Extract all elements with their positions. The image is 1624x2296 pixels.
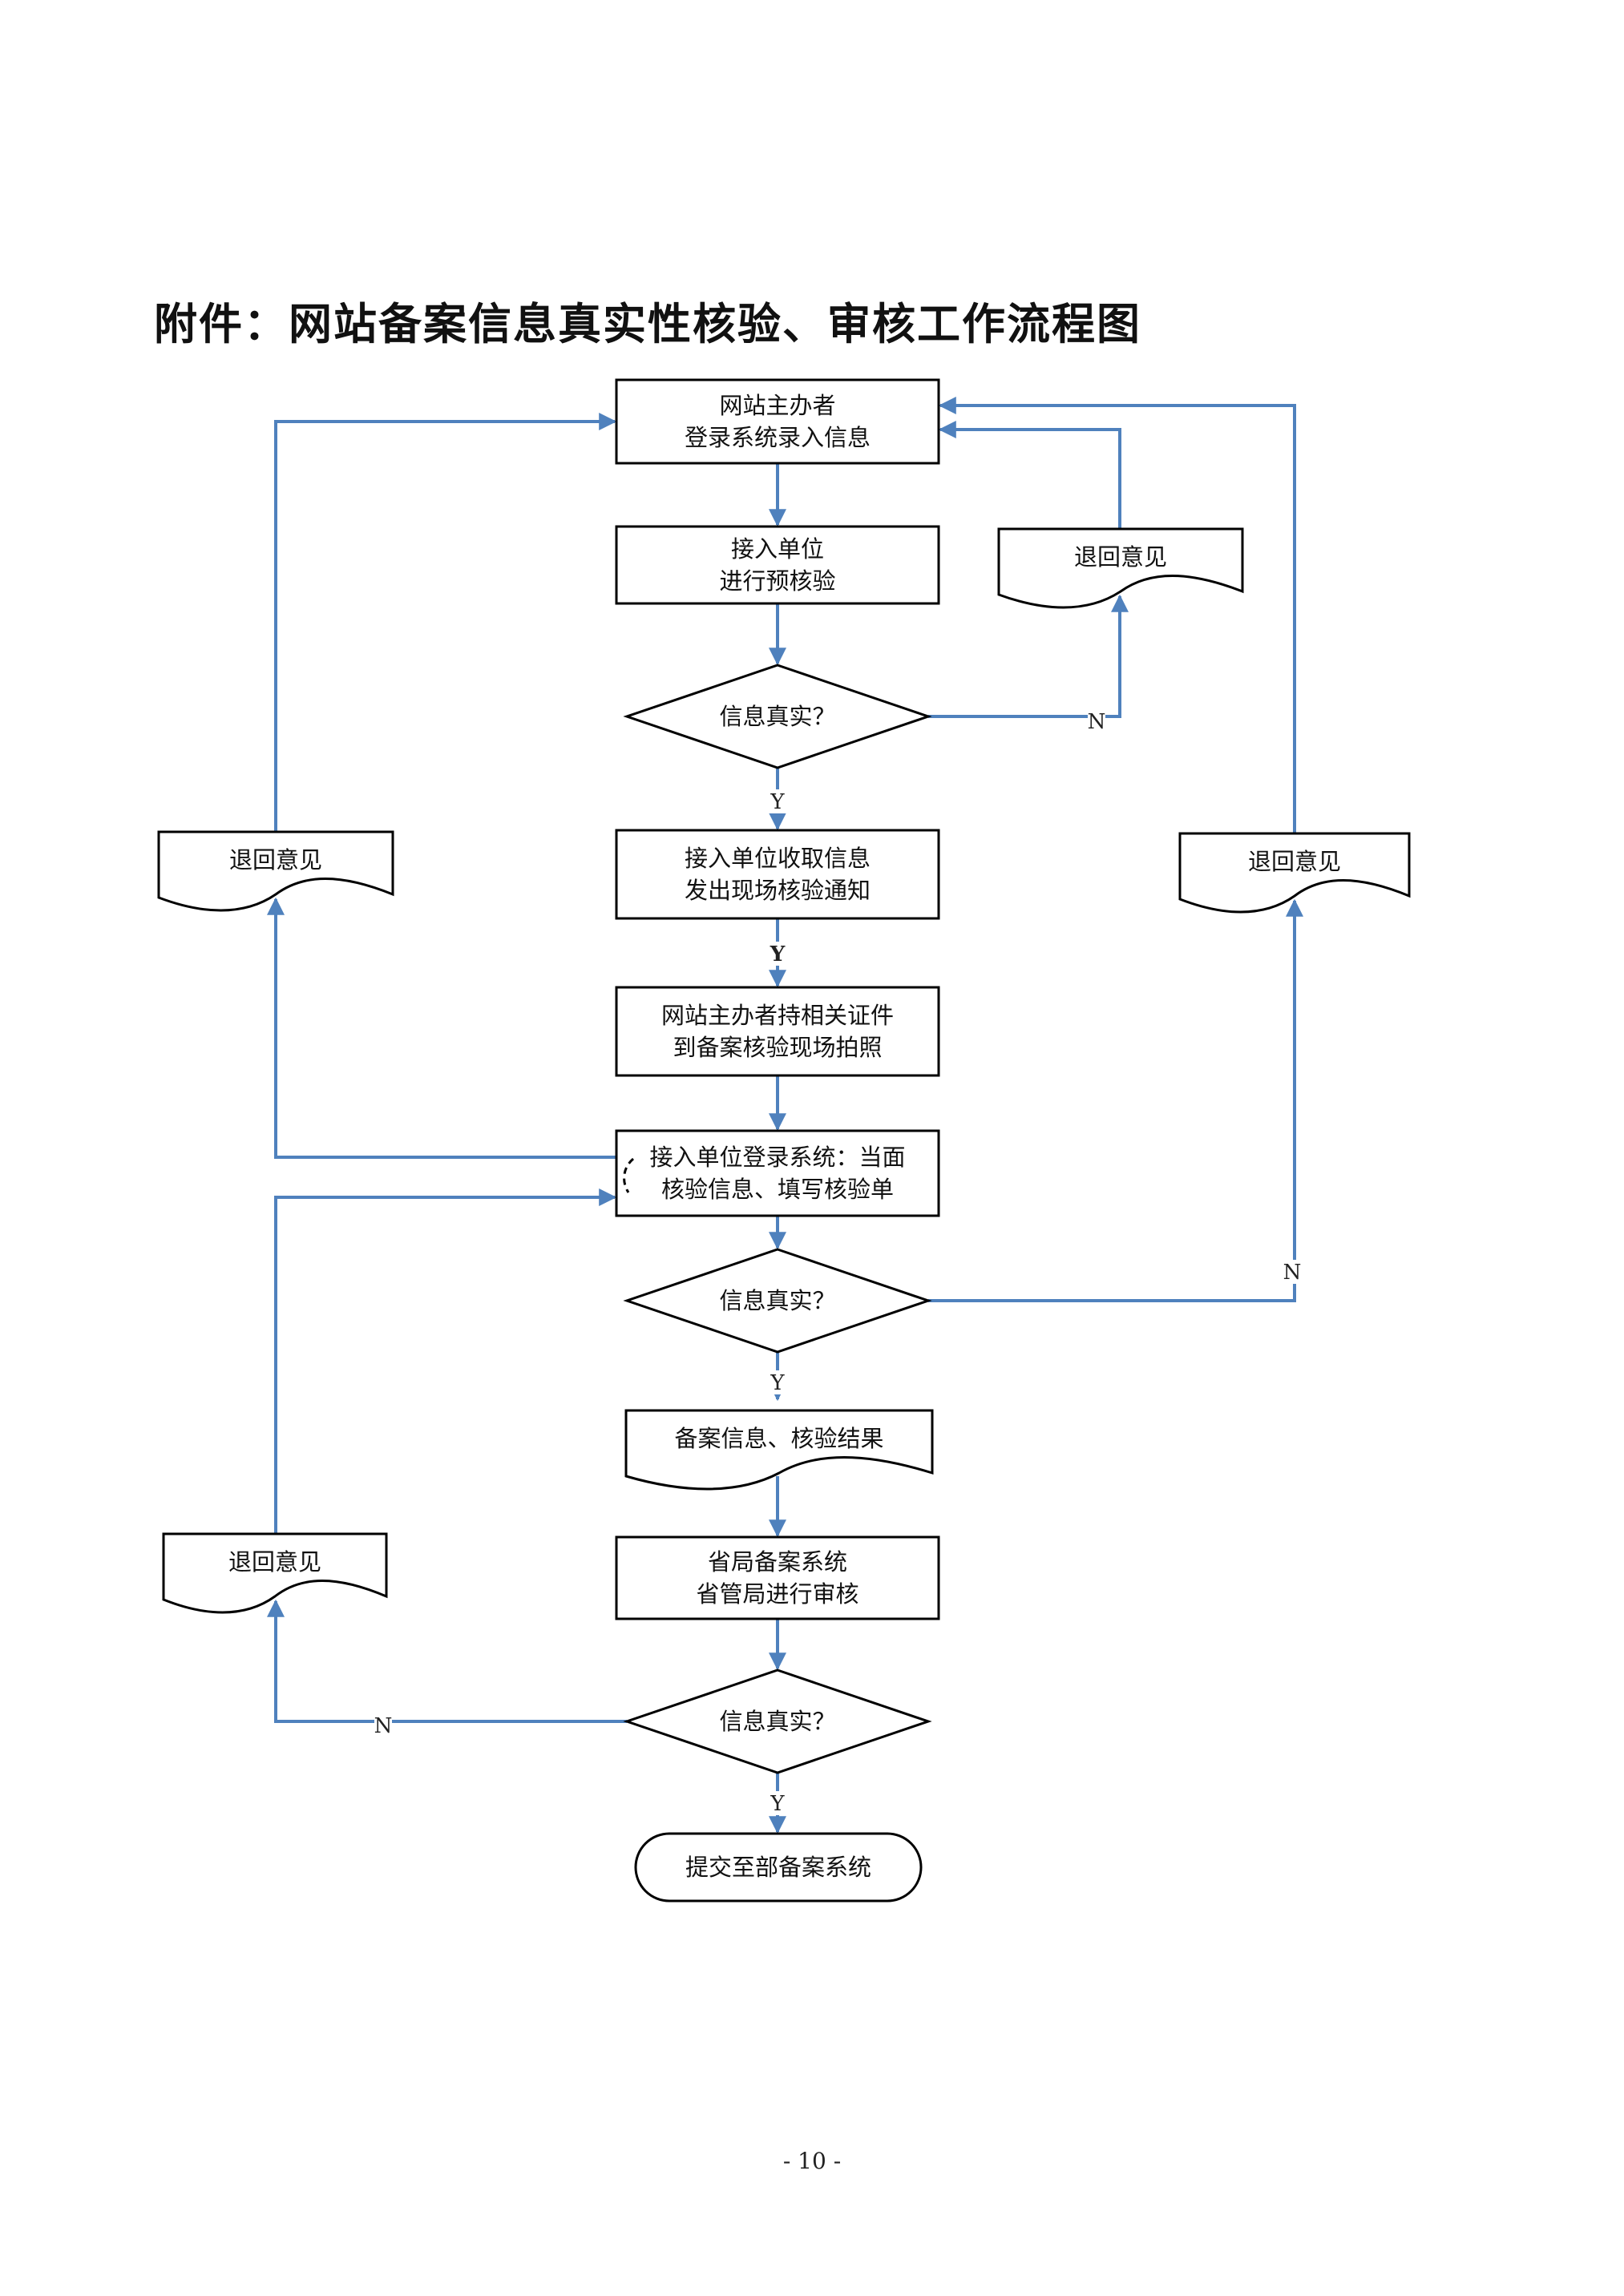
- node-n3-text-line: 发出现场核验通知: [685, 877, 871, 904]
- document-shape: [1178, 832, 1411, 914]
- process-box: [615, 378, 940, 465]
- edge-label-backing: [769, 942, 786, 966]
- node-d2: 信息真实？: [623, 1248, 932, 1354]
- edge-n5-to-rl: [267, 897, 616, 1159]
- node-n4-text-line: 到备案核验现场拍照: [673, 1034, 882, 1061]
- node-d3-text-line: 信息真实？: [719, 1708, 835, 1735]
- node-n6-text-line: 省局备案系统: [708, 1548, 847, 1576]
- node-n1-text-line: 登录系统录入信息: [685, 424, 871, 451]
- document-shape: [624, 1409, 934, 1491]
- node-n5-text-line: 核验信息、填写核验单: [661, 1176, 894, 1203]
- node-r1: 退回意见: [997, 527, 1244, 609]
- edge-rr-to-n1: [938, 397, 1296, 833]
- edge-label-d3-to-rb: N: [374, 1714, 393, 1738]
- process-box: [615, 1535, 940, 1620]
- node-rb-text-line: 退回意见: [228, 1548, 321, 1576]
- page-number: - 10 -: [782, 2148, 842, 2174]
- edge-label-backing: [374, 1713, 392, 1737]
- connector-mark: [623, 1157, 635, 1193]
- document-shape: [997, 527, 1244, 609]
- edge-label-d3-to-end: Y: [770, 1792, 785, 1816]
- edge-label-backing: [769, 1791, 786, 1815]
- edge-label-d2-to-rr: N: [1283, 1261, 1302, 1285]
- edge-rb-to-n5: [274, 1188, 617, 1534]
- node-n6-text-line: 省管局进行审核: [696, 1580, 858, 1608]
- node-end: 提交至部备案系统: [634, 1832, 923, 1903]
- node-n4-text-line: 网站主办者持相关证件: [661, 1002, 894, 1029]
- page-title: 附件：网站备案信息真实性核验、审核工作流程图: [154, 299, 1141, 349]
- node-end-text-line: 提交至部备案系统: [685, 1854, 871, 1881]
- node-n2-text-line: 进行预核验: [719, 567, 835, 595]
- decision-diamond: [623, 1248, 932, 1354]
- edge-label-d1-to-r1: N: [1088, 710, 1106, 734]
- edge-label-n3-to-n4: Y: [770, 942, 786, 966]
- node-rl: 退回意见: [157, 830, 394, 912]
- document-shape: [162, 1532, 388, 1614]
- edge-label-d1-to-n3: Y: [770, 790, 785, 814]
- edge-label-backing: [1283, 1260, 1301, 1284]
- node-doc1-text-line: 备案信息、核验结果: [674, 1425, 883, 1452]
- decision-diamond: [623, 1669, 932, 1774]
- edge-d1-to-r1: [928, 594, 1129, 718]
- node-n1-text-line: 网站主办者: [719, 392, 835, 419]
- node-rr-text-line: 退回意见: [1248, 848, 1341, 875]
- document-shape: [157, 830, 394, 912]
- node-rr: 退回意见: [1178, 832, 1411, 914]
- node-d1: 信息真实？: [623, 664, 932, 769]
- decision-diamond: [623, 664, 932, 769]
- node-d2-text-line: 信息真实？: [719, 1287, 835, 1314]
- process-box: [615, 986, 940, 1077]
- edge-d2-to-rr: [928, 898, 1303, 1302]
- node-r1-text-line: 退回意见: [1074, 543, 1167, 571]
- node-rb: 退回意见: [162, 1532, 388, 1614]
- node-d1-text-line: 信息真实？: [719, 703, 835, 730]
- node-n2-text-line: 接入单位: [731, 535, 824, 563]
- node-rl-text-line: 退回意见: [229, 846, 322, 874]
- edge-label-d2-to-doc1: Y: [770, 1371, 785, 1395]
- node-d3: 信息真实？: [623, 1669, 932, 1774]
- edge-label-backing: [769, 789, 786, 813]
- edge-d3-to-rb: [267, 1599, 627, 1723]
- edge-rl-to-n1: [274, 413, 617, 832]
- edge-label-backing: [1088, 709, 1105, 733]
- node-doc1: 备案信息、核验结果: [624, 1409, 934, 1491]
- edge-r1-to-n1: [938, 421, 1121, 529]
- node-n3-text-line: 接入单位收取信息: [685, 845, 871, 872]
- process-box: [615, 829, 940, 920]
- node-n5-text-line: 接入单位登录系统：当面: [649, 1144, 905, 1171]
- process-box: [615, 1129, 940, 1217]
- edge-label-backing: [769, 1370, 786, 1394]
- process-box: [615, 525, 940, 605]
- terminal-shape: [634, 1832, 923, 1903]
